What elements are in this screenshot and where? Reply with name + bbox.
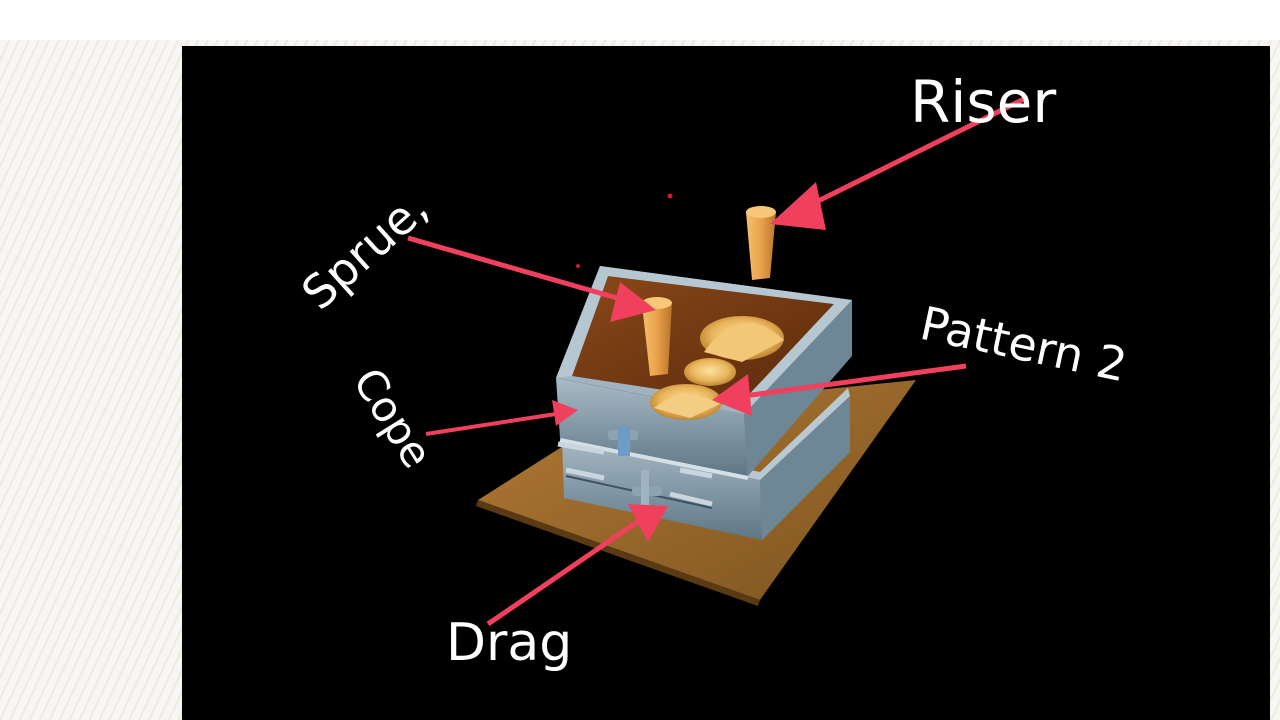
arrow-pattern xyxy=(712,363,967,416)
top-white-band xyxy=(0,0,1280,40)
label-riser: Riser xyxy=(910,68,1056,136)
moulding-board-edge xyxy=(476,500,760,606)
label-pattern: Pattern 2 xyxy=(916,296,1132,392)
drag-flask xyxy=(560,388,850,540)
label-cope: Cope xyxy=(344,359,443,476)
arrow-drag xyxy=(486,504,668,627)
pattern-halves xyxy=(650,316,784,420)
arrow-sprue xyxy=(407,235,656,322)
riser-pin xyxy=(746,206,776,280)
arrow-cope xyxy=(425,400,578,436)
label-drag: Drag xyxy=(446,613,572,673)
arrow-riser xyxy=(770,95,1028,230)
label-sprue: Sprue, xyxy=(291,180,438,320)
